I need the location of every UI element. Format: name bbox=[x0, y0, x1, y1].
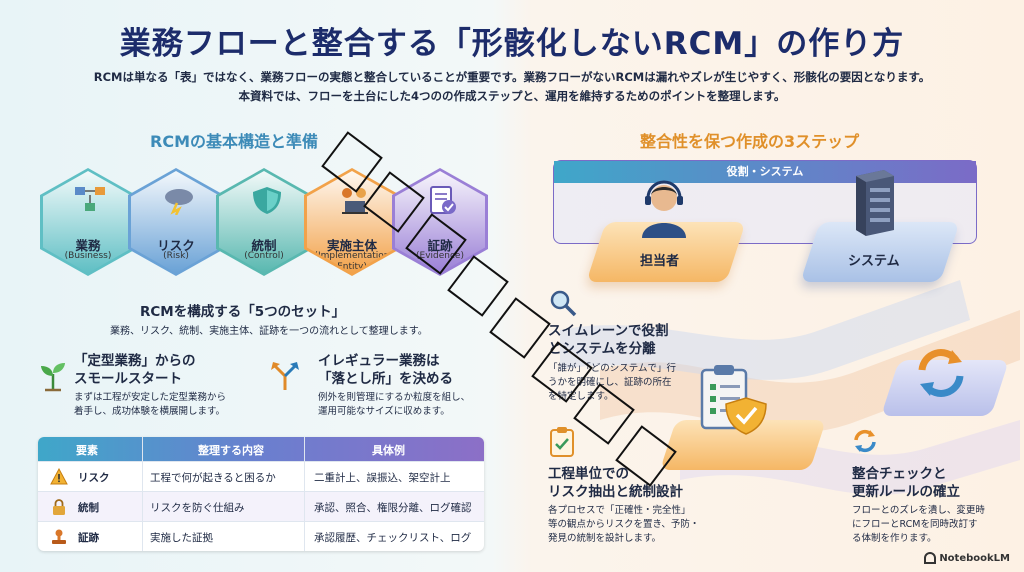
table-row: 証跡 実施した証拠 承認履歴、チェックリスト、ログ bbox=[38, 521, 484, 551]
hex-label: リスク bbox=[157, 238, 195, 253]
step3-text: フローとのズレを潰し、変更時 にフローとRCMを同時改訂す る体制を作ります。 bbox=[852, 505, 985, 544]
five-set-subtitle: 業務、リスク、統制、実施主体、証跡を一つの流れとして整理します。 bbox=[110, 326, 428, 337]
hex-sublabel: (Business) bbox=[64, 251, 112, 261]
notebooklm-logo-icon bbox=[924, 552, 937, 564]
table-divider bbox=[142, 437, 143, 551]
sprout-icon bbox=[41, 363, 65, 392]
clipboard-icon bbox=[550, 427, 574, 457]
hex-sublabel: (Implementation Entity) bbox=[314, 251, 390, 272]
header-example: 具体例 bbox=[372, 444, 405, 457]
hex-1: 業務(Business) bbox=[40, 168, 136, 276]
intro-line-2: 本資料では、フローを土台にした4つのの作成ステップと、運用を維持するためのポイン… bbox=[238, 89, 786, 103]
left-section-title: RCMの基本構造と準備 bbox=[150, 132, 318, 151]
stamp-square bbox=[489, 297, 551, 359]
table-header: 要素 整理する内容 具体例 bbox=[38, 437, 484, 461]
step3-title: 整合チェックと 更新ルールの確立 bbox=[852, 466, 960, 500]
lock-icon bbox=[53, 499, 65, 515]
operator-icon bbox=[642, 180, 686, 238]
magnifier-icon bbox=[550, 290, 577, 317]
role-staff-label: 担当者 bbox=[640, 254, 680, 269]
hex-sublabel: (Control) bbox=[244, 251, 284, 261]
hex-4: 実施主体(Implementation Entity) bbox=[304, 168, 400, 276]
header-content: 整理する内容 bbox=[198, 444, 264, 457]
hex-label: 業務 bbox=[75, 238, 101, 253]
split-arrow-icon bbox=[271, 362, 299, 390]
document-check-icon bbox=[430, 186, 456, 214]
rcm-element-table: 要素 整理する内容 具体例 リスク 工程で何が起きると困るか 二重計上、誤振込、… bbox=[38, 437, 484, 551]
table-divider bbox=[304, 437, 305, 551]
hex-sublabel: (Risk) bbox=[163, 251, 189, 261]
step1-text: 「誰が」「どのシステムで」行 うかを明確にし、証跡の所在 を特定します。 bbox=[548, 363, 676, 402]
workflow-icon bbox=[75, 187, 105, 211]
people-laptop-icon bbox=[342, 188, 368, 214]
hex-sublabel: (Evidence) bbox=[416, 251, 464, 261]
hex-2: リスク(Risk) bbox=[128, 168, 224, 276]
table-row: 統制 リスクを防ぐ仕組み 承認、照合、権限分離、ログ確認 bbox=[38, 491, 484, 522]
five-set-title: RCMを構成する「5つのセット」 bbox=[140, 304, 346, 320]
hex-label: 統制 bbox=[251, 238, 277, 253]
step2-title: 工程単位での リスク抽出と統制設計 bbox=[548, 466, 683, 500]
storm-cloud-icon bbox=[165, 189, 193, 215]
refresh-icon bbox=[854, 429, 876, 453]
block1-title: 「定型業務」からの スモールスタート bbox=[74, 353, 196, 387]
hex-3: 統制(Control) bbox=[216, 168, 312, 276]
intro-text: RCMは単なる「表」ではなく、業務フローの実態と整合していることが重要です。業務… bbox=[0, 68, 1024, 106]
refresh-large-icon bbox=[918, 349, 964, 397]
band-title: 役割・システム bbox=[554, 161, 976, 183]
brand-footer: NotebookLM bbox=[924, 552, 1010, 564]
step2-text: 各プロセスで「正確性・完全性」 等の観点からリスクを置き、予防・ 発見の統制を設… bbox=[548, 505, 700, 544]
hex-label: 実施主体 bbox=[326, 238, 377, 253]
step1-title: スイムレーンで役割 とシステムを分離 bbox=[548, 323, 669, 357]
table-row: リスク 工程で何が起きると困るか 二重計上、誤振込、架空計上 bbox=[38, 461, 484, 492]
block1-text: まずは工程が安定した定型業務から 着手し、成功体験を横展開します。 bbox=[74, 392, 227, 417]
shield-icon bbox=[253, 187, 281, 214]
server-icon bbox=[856, 170, 894, 236]
clipboard-shield-icon bbox=[700, 365, 767, 435]
stamp-icon bbox=[52, 529, 66, 544]
block2-title: イレギュラー業務は 「落とし所」を決める bbox=[318, 353, 453, 387]
hex-label: 証跡 bbox=[427, 238, 453, 253]
block2-text: 例外を則管理にするか粒度を組し、 運用可能なサイズに収めます。 bbox=[318, 392, 471, 417]
header-element: 要素 bbox=[76, 444, 98, 457]
intro-line-1: RCMは単なる「表」ではなく、業務フローの実態と整合していることが重要です。業務… bbox=[93, 70, 931, 84]
page-title: 業務フローと整合する「形骸化しないRCM」の作り方 bbox=[119, 26, 905, 62]
hex-5: 証跡(Evidence) bbox=[392, 168, 488, 276]
warning-icon bbox=[50, 468, 68, 485]
role-system-label: システム bbox=[848, 254, 900, 269]
right-section-title: 整合性を保つ作成の3ステップ bbox=[640, 132, 860, 151]
